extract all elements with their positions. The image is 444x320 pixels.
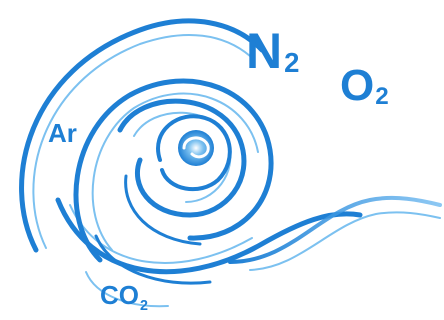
swirl-tail: [228, 195, 442, 264]
swirl-strand-2: [94, 234, 212, 285]
label-n2-sub: 2: [284, 47, 300, 78]
label-ar: Ar: [48, 120, 77, 146]
label-o2: O2: [340, 61, 389, 110]
swirl-core: [178, 130, 214, 166]
label-co2-sub: 2: [140, 298, 148, 314]
swirl-stroke-lower-thin: [69, 204, 253, 264]
label-n2: N2: [246, 26, 299, 76]
swirl-ring-1-thin: [91, 92, 259, 251]
label-o2-sub: 2: [375, 83, 389, 110]
swirl-strand-3: [85, 271, 169, 308]
swirl-ring-2: [117, 98, 247, 218]
swirl-ring-3: [156, 114, 232, 191]
swirl-ring-1: [73, 78, 274, 263]
label-ar-main: Ar: [48, 118, 77, 148]
swirl-stroke-outer-thin: [32, 34, 251, 249]
swirl-core-curl: [182, 136, 210, 159]
swirl-strand-1: [124, 174, 202, 246]
swirl-tail-thin: [249, 211, 441, 271]
swirl-stroke-outer: [19, 18, 265, 253]
label-o2-main: O: [340, 61, 375, 110]
label-co2: CO2: [100, 280, 148, 313]
label-n2-main: N: [246, 23, 283, 79]
label-co2-main: CO: [100, 280, 139, 310]
